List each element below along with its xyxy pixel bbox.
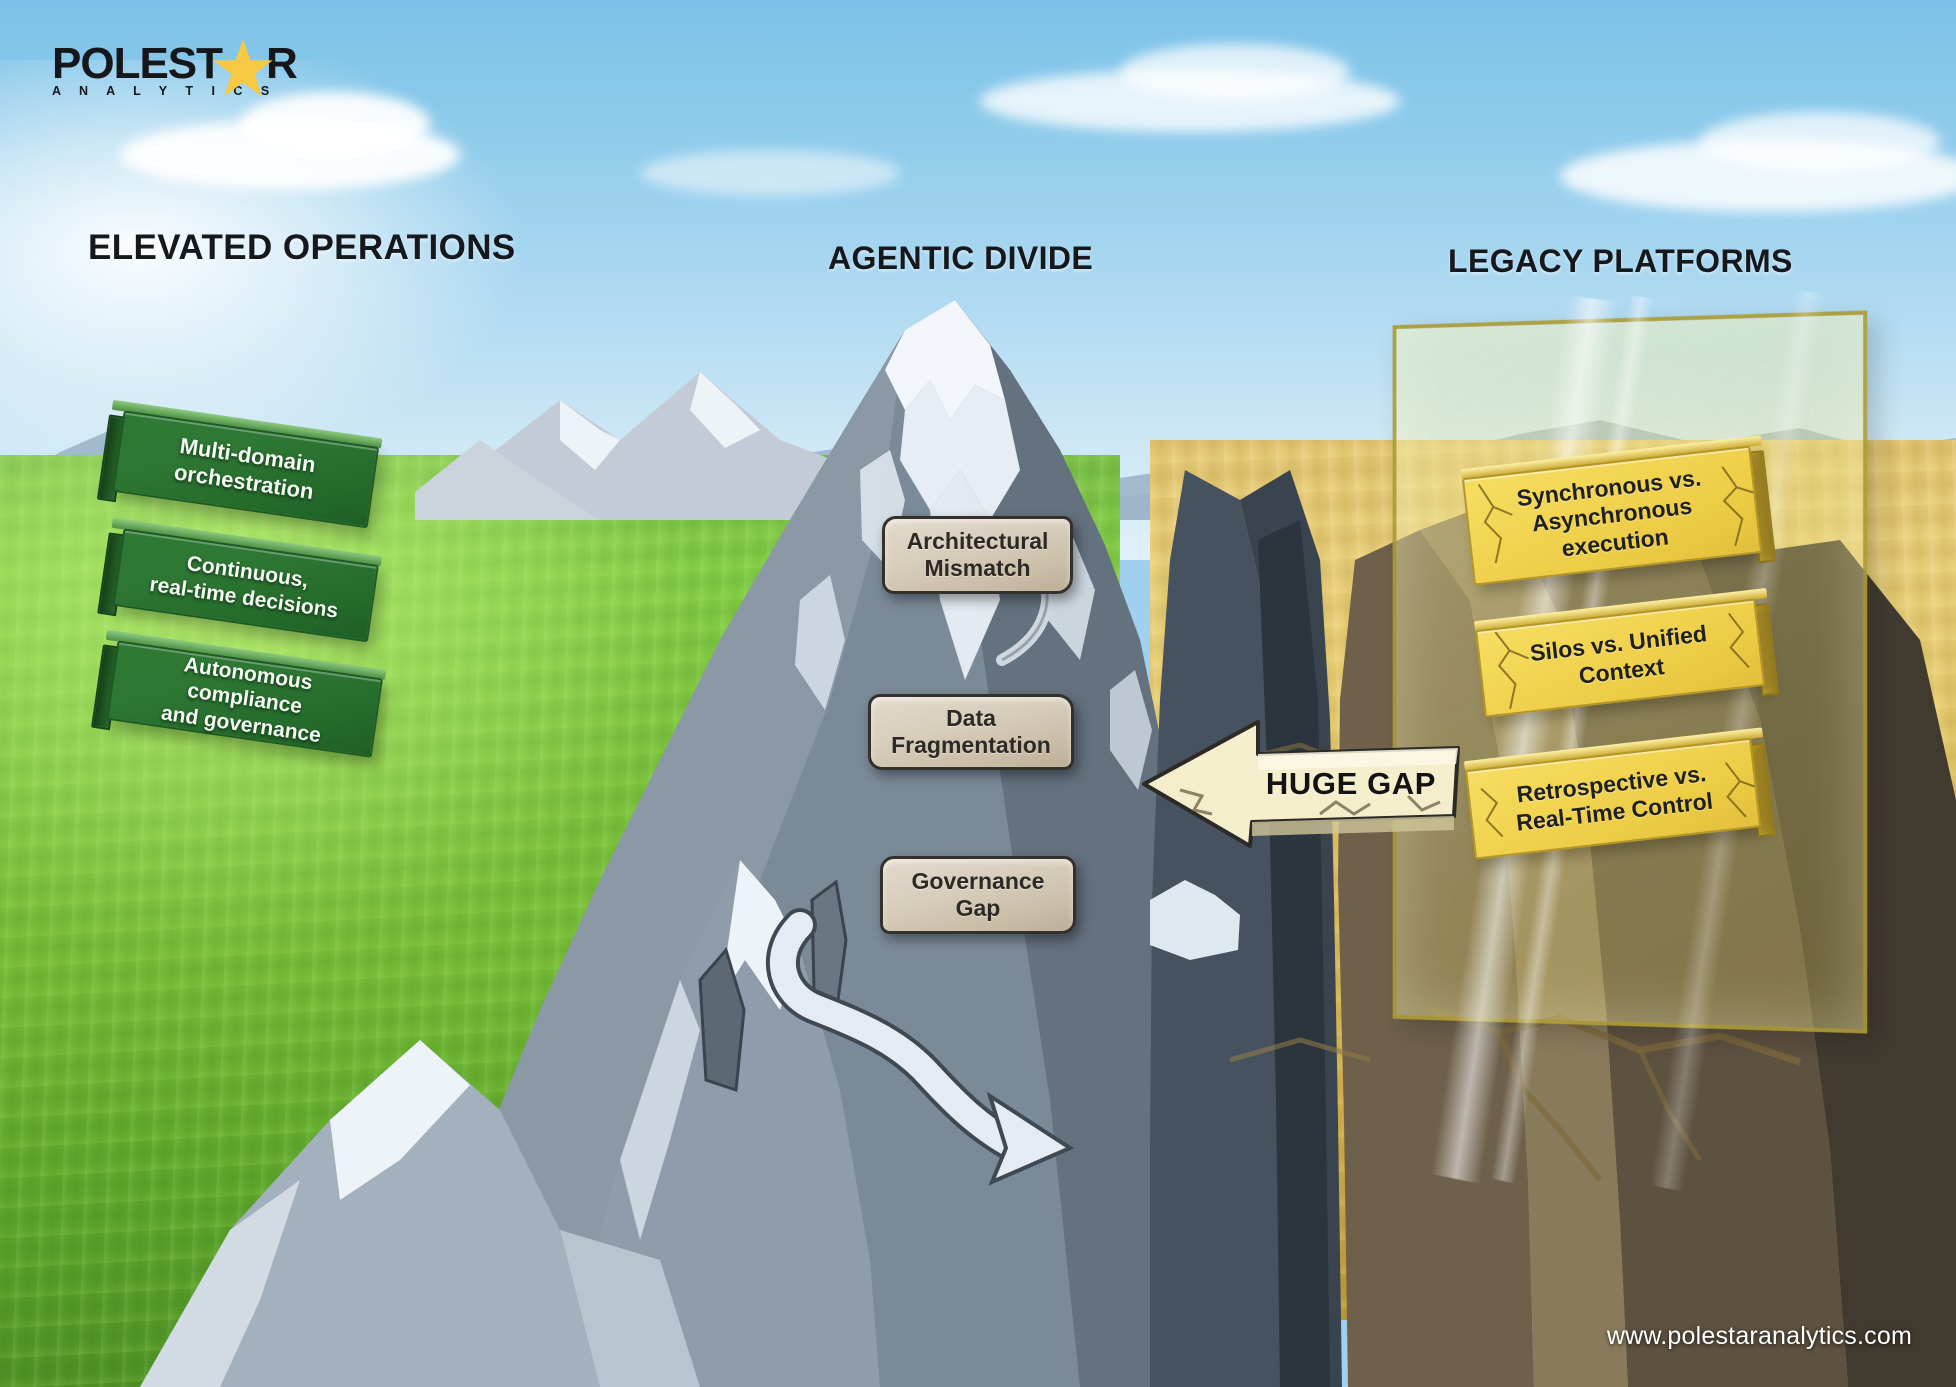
sign-face: Synchronous vs. Asynchronous execution (1461, 445, 1763, 586)
cloud (1120, 44, 1350, 100)
stone-line-2: Fragmentation (891, 732, 1051, 758)
crack-decoration (1494, 612, 1750, 710)
crack-decoration (1480, 762, 1758, 838)
stone-text: Architectural Mismatch (907, 528, 1049, 582)
stone-line-2: Mismatch (924, 555, 1031, 581)
cloud (240, 92, 430, 156)
agentic-divide-item-2[interactable]: Data Fragmentation (868, 694, 1074, 770)
legacy-platforms-item-1[interactable]: Synchronous vs. Asynchronous execution (1460, 435, 1777, 586)
cloud (640, 150, 900, 196)
website-url: www.polestaranalytics.com (1606, 1322, 1912, 1350)
section-title-left: ELEVATED OPERATIONS (88, 228, 516, 267)
brand-logo: POLEST R A N A L Y T I C S (52, 39, 298, 104)
stone-line-1: Governance (911, 867, 1045, 894)
stone-line-1: Architectural (906, 527, 1049, 554)
agentic-divide-item-1[interactable]: Architectural Mismatch (882, 516, 1073, 594)
left-arrow-icon (1142, 720, 1460, 848)
cloud (1700, 112, 1940, 172)
brand-wordmark-pre: POLEST (52, 39, 223, 88)
brand-wordmark-post: R (266, 39, 298, 88)
legacy-platforms-item-2[interactable]: Silos vs. Unified Context (1474, 588, 1780, 718)
crack-decoration (1477, 466, 1756, 564)
stone-text: Data Fragmentation (891, 705, 1051, 759)
section-title-right: LEGACY PLATFORMS (1448, 243, 1793, 279)
star-icon (213, 39, 273, 97)
huge-gap-label: HUGE GAP (1265, 766, 1437, 801)
legacy-platforms-item-3[interactable]: Retrospective vs. Real-Time Control (1463, 727, 1776, 860)
sign-face: Silos vs. Unified Context (1475, 598, 1766, 718)
brand-tagline: A N A L Y T I C S (52, 84, 277, 98)
brand-wordmark: POLEST R (52, 39, 298, 88)
sign-text: Multi-domain orchestration (156, 431, 334, 509)
agentic-divide-item-3[interactable]: Governance Gap (880, 856, 1076, 934)
section-title-center: AGENTIC DIVIDE (828, 240, 1094, 276)
descending-arrow (765, 908, 1075, 1186)
stone-line-2: Gap (955, 895, 1001, 921)
huge-gap-callout[interactable]: HUGE GAP (1140, 718, 1460, 848)
stone-line-1: Data (946, 704, 996, 731)
rock-spires (698, 879, 848, 1093)
sign-face: Retrospective vs. Real-Time Control (1464, 737, 1762, 860)
stone-text: Governance Gap (912, 868, 1045, 922)
